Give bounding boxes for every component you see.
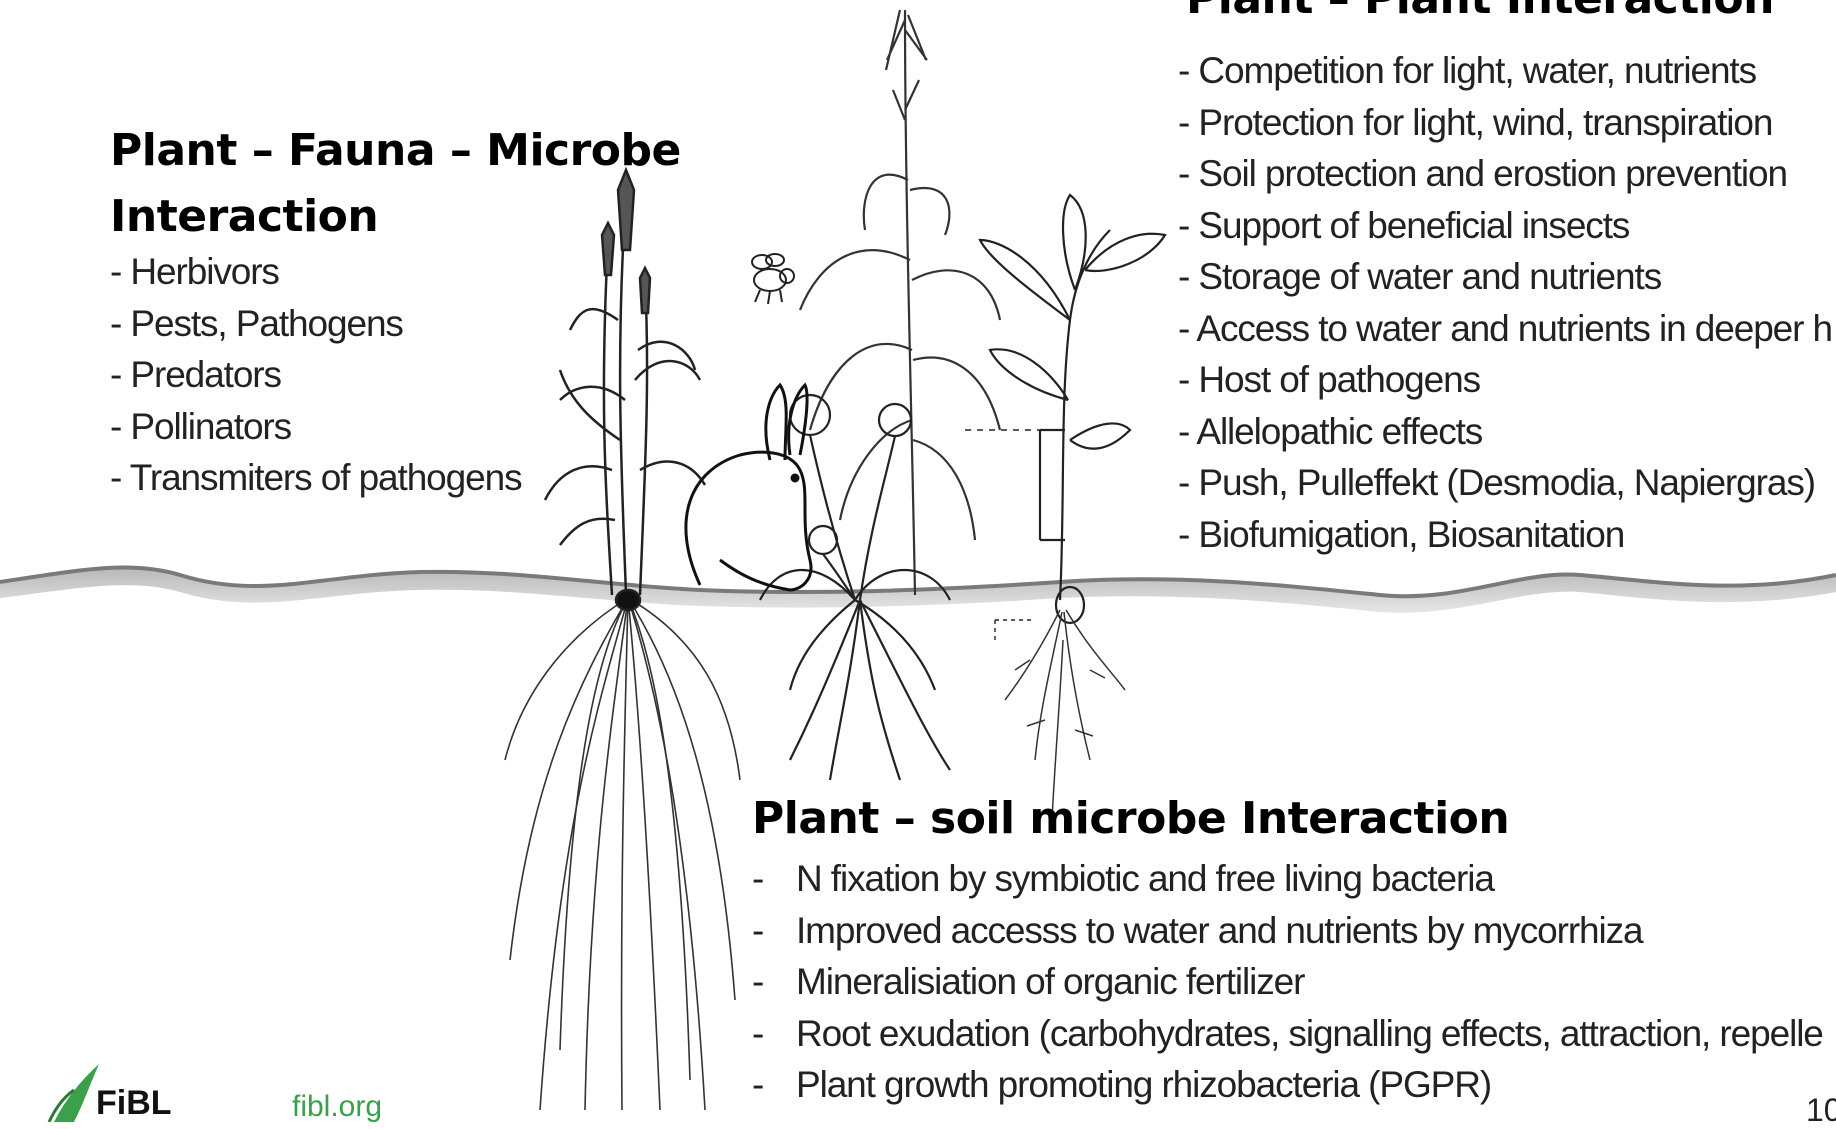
list-item: -Improved accesss to water and nutrients… (752, 905, 1823, 957)
list-item: - Biofumigation, Biosanitation (1178, 509, 1832, 561)
list-item: - Transmiters of pathogens (110, 452, 522, 504)
rabbit-drawing (686, 385, 811, 590)
plant-list: - Competition for light, water, nutrient… (1178, 45, 1832, 560)
fibl-logo-text: FiBL (96, 1084, 172, 1123)
soil-list: -N fixation by symbiotic and free living… (752, 853, 1823, 1111)
list-item: - Competition for light, water, nutrient… (1178, 45, 1832, 97)
maize-plant-drawing (800, 10, 1000, 595)
list-item: -Plant growth promoting rhizobacteria (P… (752, 1059, 1823, 1111)
bullet-dash: - (752, 905, 796, 957)
list-item: - Storage of water and nutrients (1178, 251, 1832, 303)
list-item: - Soil protection and erostion preventio… (1178, 148, 1832, 200)
legume-plant-drawing (965, 195, 1165, 820)
footer-url-link[interactable]: fibl.org (292, 1090, 382, 1124)
fauna-section-title-line1: Plant – Fauna – Microbe (110, 118, 681, 184)
page-number: 10 (1806, 1092, 1836, 1129)
list-item: - Predators (110, 349, 522, 401)
list-item: - Access to water and nutrients in deepe… (1178, 303, 1832, 355)
list-item: -N fixation by symbiotic and free living… (752, 853, 1823, 905)
bee-drawing (752, 254, 794, 304)
list-item: - Herbivors (110, 246, 522, 298)
fibl-logo: FiBL (44, 1062, 204, 1122)
list-item: - Push, Pulleffekt (Desmodia, Napiergras… (1178, 457, 1832, 509)
bullet-dash: - (752, 956, 796, 1008)
list-item-text: Root exudation (carbohydrates, signallin… (796, 1008, 1823, 1060)
list-item: - Host of pathogens (1178, 354, 1832, 406)
list-item: - Allelopathic effects (1178, 406, 1832, 458)
fibl-leaf-icon (44, 1062, 104, 1122)
list-item: - Pollinators (110, 401, 522, 453)
list-item: -Root exudation (carbohydrates, signalli… (752, 1008, 1823, 1060)
soil-surface (0, 567, 1836, 612)
bullet-dash: - (752, 1059, 796, 1111)
list-item: - Pests, Pathogens (110, 298, 522, 350)
plant-section-title: Plant – Plant Interaction (1186, 0, 1774, 32)
bullet-dash: - (752, 853, 796, 905)
bullet-dash: - (752, 1008, 796, 1060)
list-item-text: Improved accesss to water and nutrients … (796, 905, 1643, 957)
fauna-section-title-line2: Interaction (110, 184, 681, 250)
list-item-text: Plant growth promoting rhizobacteria (PG… (796, 1059, 1491, 1111)
list-item: - Support of beneficial insects (1178, 200, 1832, 252)
list-item-text: Mineralisiation of organic fertilizer (796, 956, 1304, 1008)
soil-section-title: Plant – soil microbe Interaction (752, 786, 1509, 852)
list-item: -Mineralisiation of organic fertilizer (752, 956, 1823, 1008)
list-item: - Protection for light, wind, transpirat… (1178, 97, 1832, 149)
cereal-plant-drawing (505, 170, 740, 1110)
list-item-text: N fixation by symbiotic and free living … (796, 853, 1494, 905)
fauna-list: - Herbivors - Pests, Pathogens - Predato… (110, 246, 522, 504)
fauna-section: Plant – Fauna – Microbe Interaction (110, 118, 681, 250)
